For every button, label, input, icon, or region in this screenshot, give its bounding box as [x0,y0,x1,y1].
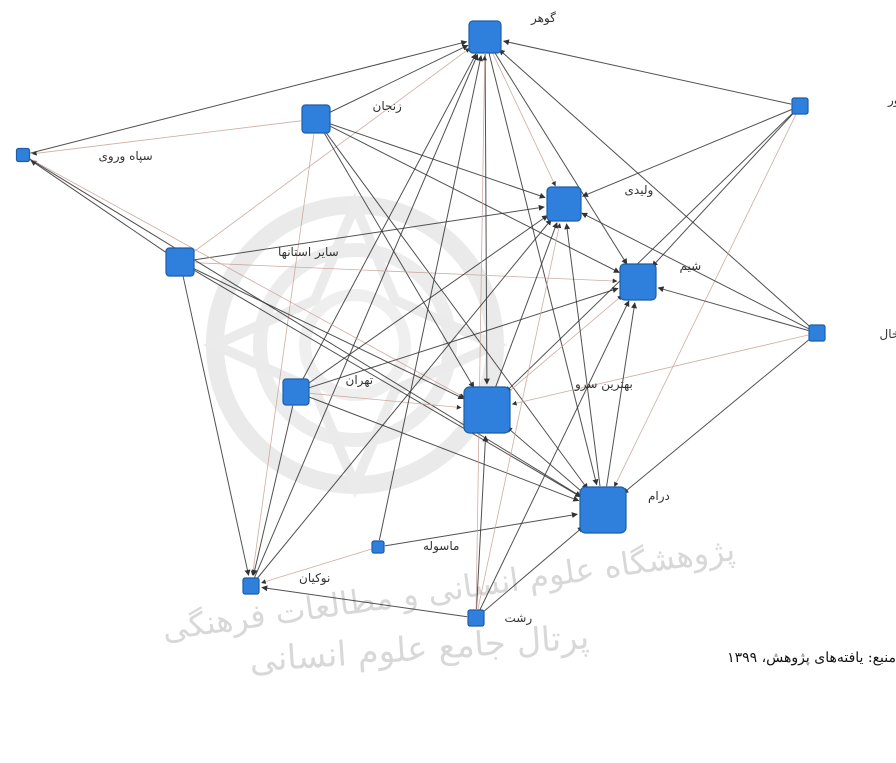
edge-sayer-to-shamim [194,262,618,284]
edge-kheltal-to-behtarin [511,334,809,406]
edge-zanjan-to-valiat [330,123,546,199]
node-box-shamim[interactable] [619,263,657,301]
node-box-sepah[interactable] [15,147,31,163]
node-rasht[interactable]: رشت [467,609,533,627]
edge-kheltal-to-valiat [581,212,810,330]
edge-gohar-to-valiat [491,52,556,187]
edge-daram-to-valiat [564,223,601,487]
edge-rasht-to-gohar [475,55,488,610]
edge-sayer-to-daram [192,269,582,498]
edge-daram-to-behtarin [506,426,586,495]
edge-kheltal-to-shamim [657,286,809,331]
edge-kheltal-to-daram [622,338,811,494]
node-tehran[interactable]: تهران [282,373,374,406]
node-box-zanjan[interactable] [301,104,331,134]
edge-masouleh-to-gohar [378,55,483,541]
node-box-kheltal[interactable] [808,324,826,342]
edge-gohar-to-daram [488,53,599,486]
node-box-masouleh[interactable] [371,540,385,554]
node-label-zanjan: زنجان [373,99,403,114]
node-masouleh[interactable]: ماسوله [371,539,459,554]
edge-kharej-to-gohar [503,39,792,105]
edge-gohar-to-behtarin [483,53,490,385]
source-note: منبع: یافته‌های پژوهش، ۱۳۹۹ [727,650,896,666]
edge-zanjan-to-noukian [250,133,315,576]
node-box-sayer[interactable] [165,247,195,277]
node-box-gohar[interactable] [468,20,502,54]
node-label-rasht: رشت [505,611,533,626]
node-label-tehran: تهران [346,373,374,388]
edge-gohar-to-shamim [493,51,628,265]
edge-kharej-to-behtarin [505,111,794,393]
node-layer: گوهر زنجان سپاه وروی خارج از کشور ولیدی سایر … [15,11,896,627]
node-box-daram[interactable] [579,486,627,534]
watermark-rosette [202,192,508,498]
edge-behtarin-to-shamim [505,295,623,395]
node-noukian[interactable]: نوکیان [242,571,330,595]
node-daram[interactable]: درام [579,486,670,534]
node-box-behtarin[interactable] [463,386,511,434]
node-box-kharej[interactable] [791,97,809,115]
edge-tehran-to-gohar [302,53,477,380]
node-box-noukian[interactable] [242,577,260,595]
edge-tehran-to-shamim [309,287,619,389]
node-kheltal[interactable]: خلخال [808,324,896,342]
node-label-behtarin: بهترین سرو [574,377,633,392]
node-sepah[interactable]: سپاه وروی [15,147,153,165]
node-sayer[interactable]: سایر استانها [165,245,339,277]
edge-rasht-to-noukian [261,585,468,618]
edge-daram-to-shamim [606,302,637,487]
edge-zanjan-to-behtarin [323,131,475,389]
edge-rasht-to-behtarin [476,435,489,610]
node-label-sayer: سایر استانها [278,245,339,260]
node-label-kharej: خارج از کشور [887,93,896,108]
node-shamim[interactable]: شیم [619,259,702,301]
edge-zanjan-to-sepah [31,120,302,156]
edge-tehran-to-daram [308,396,580,502]
edge-sayer-to-sepah [30,159,168,255]
node-label-daram: درام [648,489,670,504]
node-label-sepah: سپاه وروی [99,149,153,164]
node-kharej[interactable]: خارج از کشور [791,93,896,115]
node-label-noukian: نوکیان [299,571,330,586]
node-label-kheltal: خلخال [880,327,896,341]
node-label-shamim: شیم [680,259,702,273]
edge-zanjan-to-gohar [329,44,469,113]
edge-rasht-to-daram [482,526,584,613]
edge-tehran-to-behtarin [309,392,462,410]
node-box-rasht[interactable] [467,609,485,627]
edge-sepah-to-behtarin [29,158,465,398]
edge-noukian-to-gohar [254,53,479,578]
node-valiat[interactable]: ولیدی [546,183,654,222]
edge-kharej-to-daram [614,113,797,488]
edge-kharej-to-valiat [581,109,792,198]
edge-sayer-to-behtarin [193,268,465,400]
edge-sepah-to-gohar [30,40,468,154]
edge-masouleh-to-noukian [261,548,372,584]
edge-layer [29,39,811,618]
node-gohar[interactable]: گوهر [468,11,556,54]
edge-kheltal-to-gohar [498,49,811,328]
node-zanjan[interactable]: زنجان [301,99,403,134]
node-behtarin[interactable]: بهترین سرو [463,377,633,434]
edge-sayer-to-noukian [182,276,251,576]
edge-sayer-to-valiat [194,204,545,261]
node-box-valiat[interactable] [546,186,582,222]
edge-sayer-to-gohar [191,47,471,254]
node-label-masouleh: ماسوله [423,539,459,554]
edge-kharej-to-shamim [651,112,795,267]
edge-zanjan-to-daram [324,130,589,490]
node-box-tehran[interactable] [282,378,310,406]
node-label-valiat: ولیدی [625,183,654,198]
edge-noukian-to-valiat [256,219,552,580]
edge-sepah-to-daram [29,158,582,497]
node-label-gohar: گوهر [530,11,556,26]
edge-zanjan-to-shamim [329,125,620,273]
edge-tehran-to-valiat [307,215,549,385]
edge-rasht-to-valiat [477,223,562,610]
edge-tehran-to-noukian [251,405,294,576]
edge-behtarin-to-valiat [494,222,558,388]
edge-rasht-to-shamim [479,300,630,611]
